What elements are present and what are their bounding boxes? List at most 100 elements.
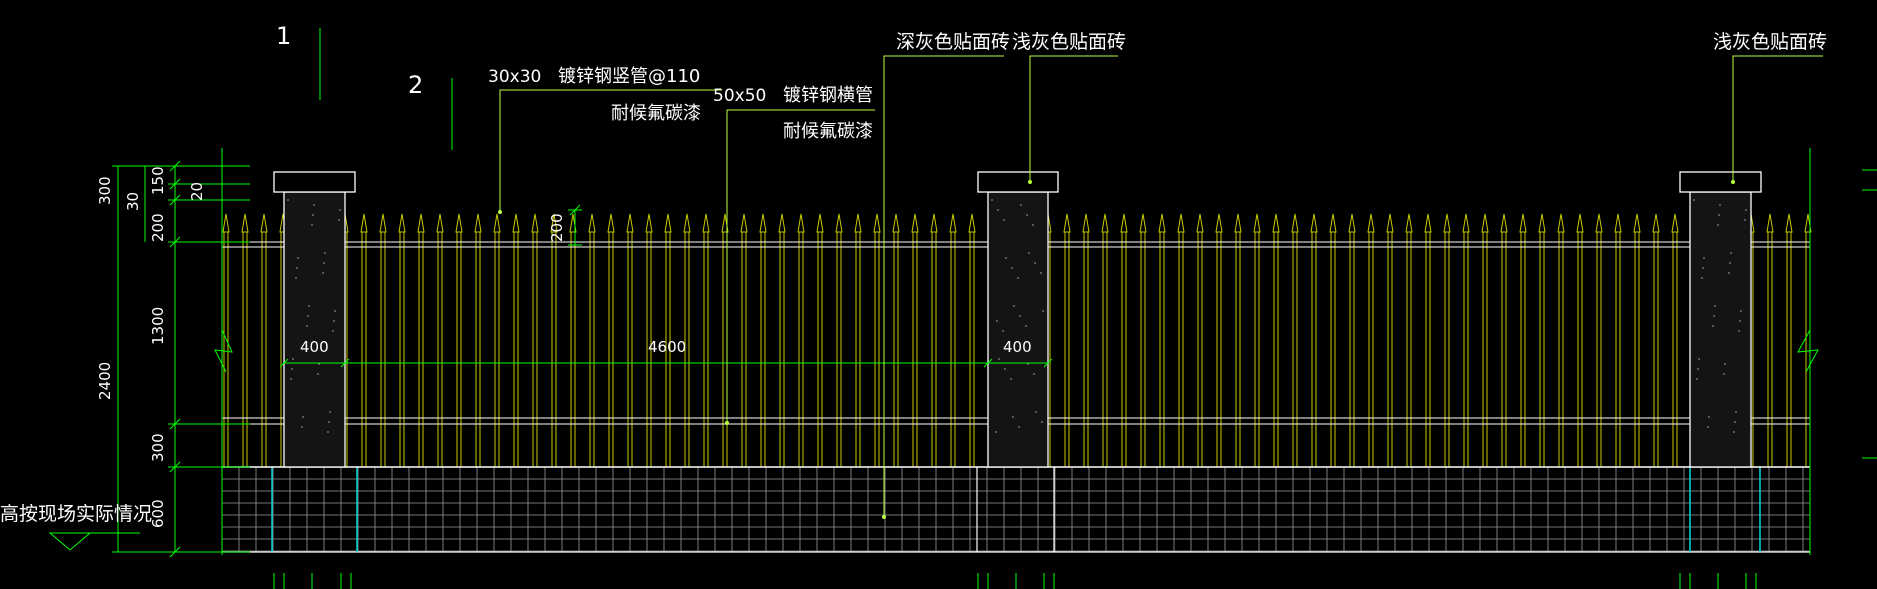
- pillar-body: [1689, 191, 1752, 468]
- dim-slash: [169, 418, 181, 430]
- fence-spike: [664, 213, 672, 233]
- pillar-texture-dot: [324, 252, 326, 254]
- pillar-texture-dot: [1733, 431, 1735, 433]
- vertical-tube-label: 镀锌钢竖管@110: [558, 66, 700, 87]
- panel-width-label: 4600: [648, 338, 686, 356]
- pillar-texture-dot: [1034, 262, 1036, 264]
- dim-150-label: 150: [149, 166, 167, 195]
- dim-slash: [169, 461, 181, 473]
- horizontal-tube-size-label: 50x50: [713, 86, 766, 106]
- pillar-width-label-1: 400: [300, 338, 329, 356]
- fence-spike: [1367, 213, 1375, 233]
- fence-spike: [1272, 213, 1280, 233]
- fence-spike: [550, 213, 558, 233]
- side-note-label: 高按现场实际情况: [0, 503, 152, 525]
- pillar-texture-dot: [1702, 267, 1704, 269]
- dim-slash: [169, 236, 181, 248]
- fence-spike: [1139, 213, 1147, 233]
- fence-spike: [436, 213, 444, 233]
- dim-spike-label: 200: [548, 213, 566, 242]
- dim-slash: [340, 358, 350, 368]
- fence-spike: [1424, 213, 1432, 233]
- fence-spike: [911, 213, 919, 233]
- fence-spike: [417, 213, 425, 233]
- pillar-texture-dot: [338, 219, 340, 221]
- pillar-texture-dot: [1027, 363, 1029, 365]
- fence-spike: [1785, 213, 1793, 233]
- leader-dot: [1028, 180, 1032, 184]
- dim-1300-label: 1300: [149, 307, 167, 345]
- annotation-labels: 1 2 30x30 镀锌钢竖管@110 耐候氟碳漆 50x50 镀锌钢横管 耐候…: [0, 22, 1827, 525]
- dim-total-label: 2400: [96, 362, 114, 400]
- pillar-texture-dot: [1005, 257, 1007, 259]
- pillar-texture-dot: [1724, 363, 1726, 365]
- vertical-tube-size-label: 30x30: [488, 67, 541, 87]
- pillar-texture-dot: [1703, 257, 1705, 259]
- pillar-texture-dot: [1707, 426, 1709, 428]
- fence-spike: [759, 213, 767, 233]
- dim-slash: [169, 194, 181, 206]
- pillar-texture-dot: [1040, 272, 1042, 274]
- grid-mark-1: 1: [276, 22, 291, 50]
- fence-spike: [1481, 213, 1489, 233]
- light-tile-label-1: 浅灰色贴面砖: [1012, 31, 1126, 53]
- dim-lower-label: 300: [149, 433, 167, 462]
- pillar-texture-dot: [296, 267, 298, 269]
- leader-dot: [498, 210, 502, 214]
- fence-spike: [778, 213, 786, 233]
- pillar-texture-dot: [1020, 204, 1022, 206]
- pillar-texture-dot: [1003, 219, 1005, 221]
- fence-spike: [1538, 213, 1546, 233]
- paint-label-2: 耐候氟碳漆: [783, 121, 873, 142]
- pillar-texture-dot: [1728, 272, 1730, 274]
- fence-spike: [1082, 213, 1090, 233]
- fence-spike: [835, 213, 843, 233]
- pillar-texture-dot: [301, 426, 303, 428]
- dim-20-label: 20: [188, 182, 206, 201]
- fence-spike: [1215, 213, 1223, 233]
- pillar-texture-dot: [1708, 416, 1710, 418]
- pillar-cap: [273, 171, 356, 193]
- pillar-2: [977, 171, 1059, 468]
- fence-spike: [1177, 213, 1185, 233]
- pillar-texture-dot: [1013, 305, 1015, 307]
- dim-slash: [569, 204, 581, 216]
- dim-200-label: 200: [149, 213, 167, 242]
- pillar-texture-dot: [998, 358, 1000, 360]
- horizontal-tube-label: 镀锌钢横管: [783, 85, 873, 106]
- pillar-texture-dot: [306, 325, 308, 327]
- dim-30-label: 30: [124, 192, 142, 211]
- pillar-texture-dot: [1033, 373, 1035, 375]
- pillar-texture-dot: [334, 310, 336, 312]
- fence-spike: [1766, 213, 1774, 233]
- pillar-texture-dot: [1693, 199, 1695, 201]
- pillar-texture-dot: [1697, 368, 1699, 370]
- pillar-texture-dot: [323, 262, 325, 264]
- pillar-texture-dot: [1714, 305, 1716, 307]
- dim-slash: [983, 358, 993, 368]
- pillar-texture-dot: [1730, 252, 1732, 254]
- pillar-texture-dot: [1041, 421, 1043, 423]
- pillar-texture-dot: [1002, 330, 1004, 332]
- fence-spike: [1120, 213, 1128, 233]
- pillar-texture-dot: [991, 199, 993, 201]
- pillar-texture-dot: [292, 358, 294, 360]
- pillar-texture-dot: [290, 378, 292, 380]
- pillar-texture-dot: [1745, 209, 1747, 211]
- pillar-texture-dot: [995, 431, 997, 433]
- pillar-texture-dot: [1739, 320, 1741, 322]
- fence-spike: [645, 213, 653, 233]
- pillar-texture-dot: [1017, 277, 1019, 279]
- pillar-texture-dot: [1717, 224, 1719, 226]
- dimension-lines: [48, 28, 1877, 589]
- pillar-texture-dot: [287, 199, 289, 201]
- fence-spike: [1633, 213, 1641, 233]
- pillar-texture-dot: [1019, 315, 1021, 317]
- fence-spike: [398, 213, 406, 233]
- fence-spike: [1500, 213, 1508, 233]
- pillar-texture-dot: [317, 373, 319, 375]
- pillar-texture-dot: [328, 421, 330, 423]
- pillar-texture-dot: [1735, 411, 1737, 413]
- pillar-texture-dot: [1028, 252, 1030, 254]
